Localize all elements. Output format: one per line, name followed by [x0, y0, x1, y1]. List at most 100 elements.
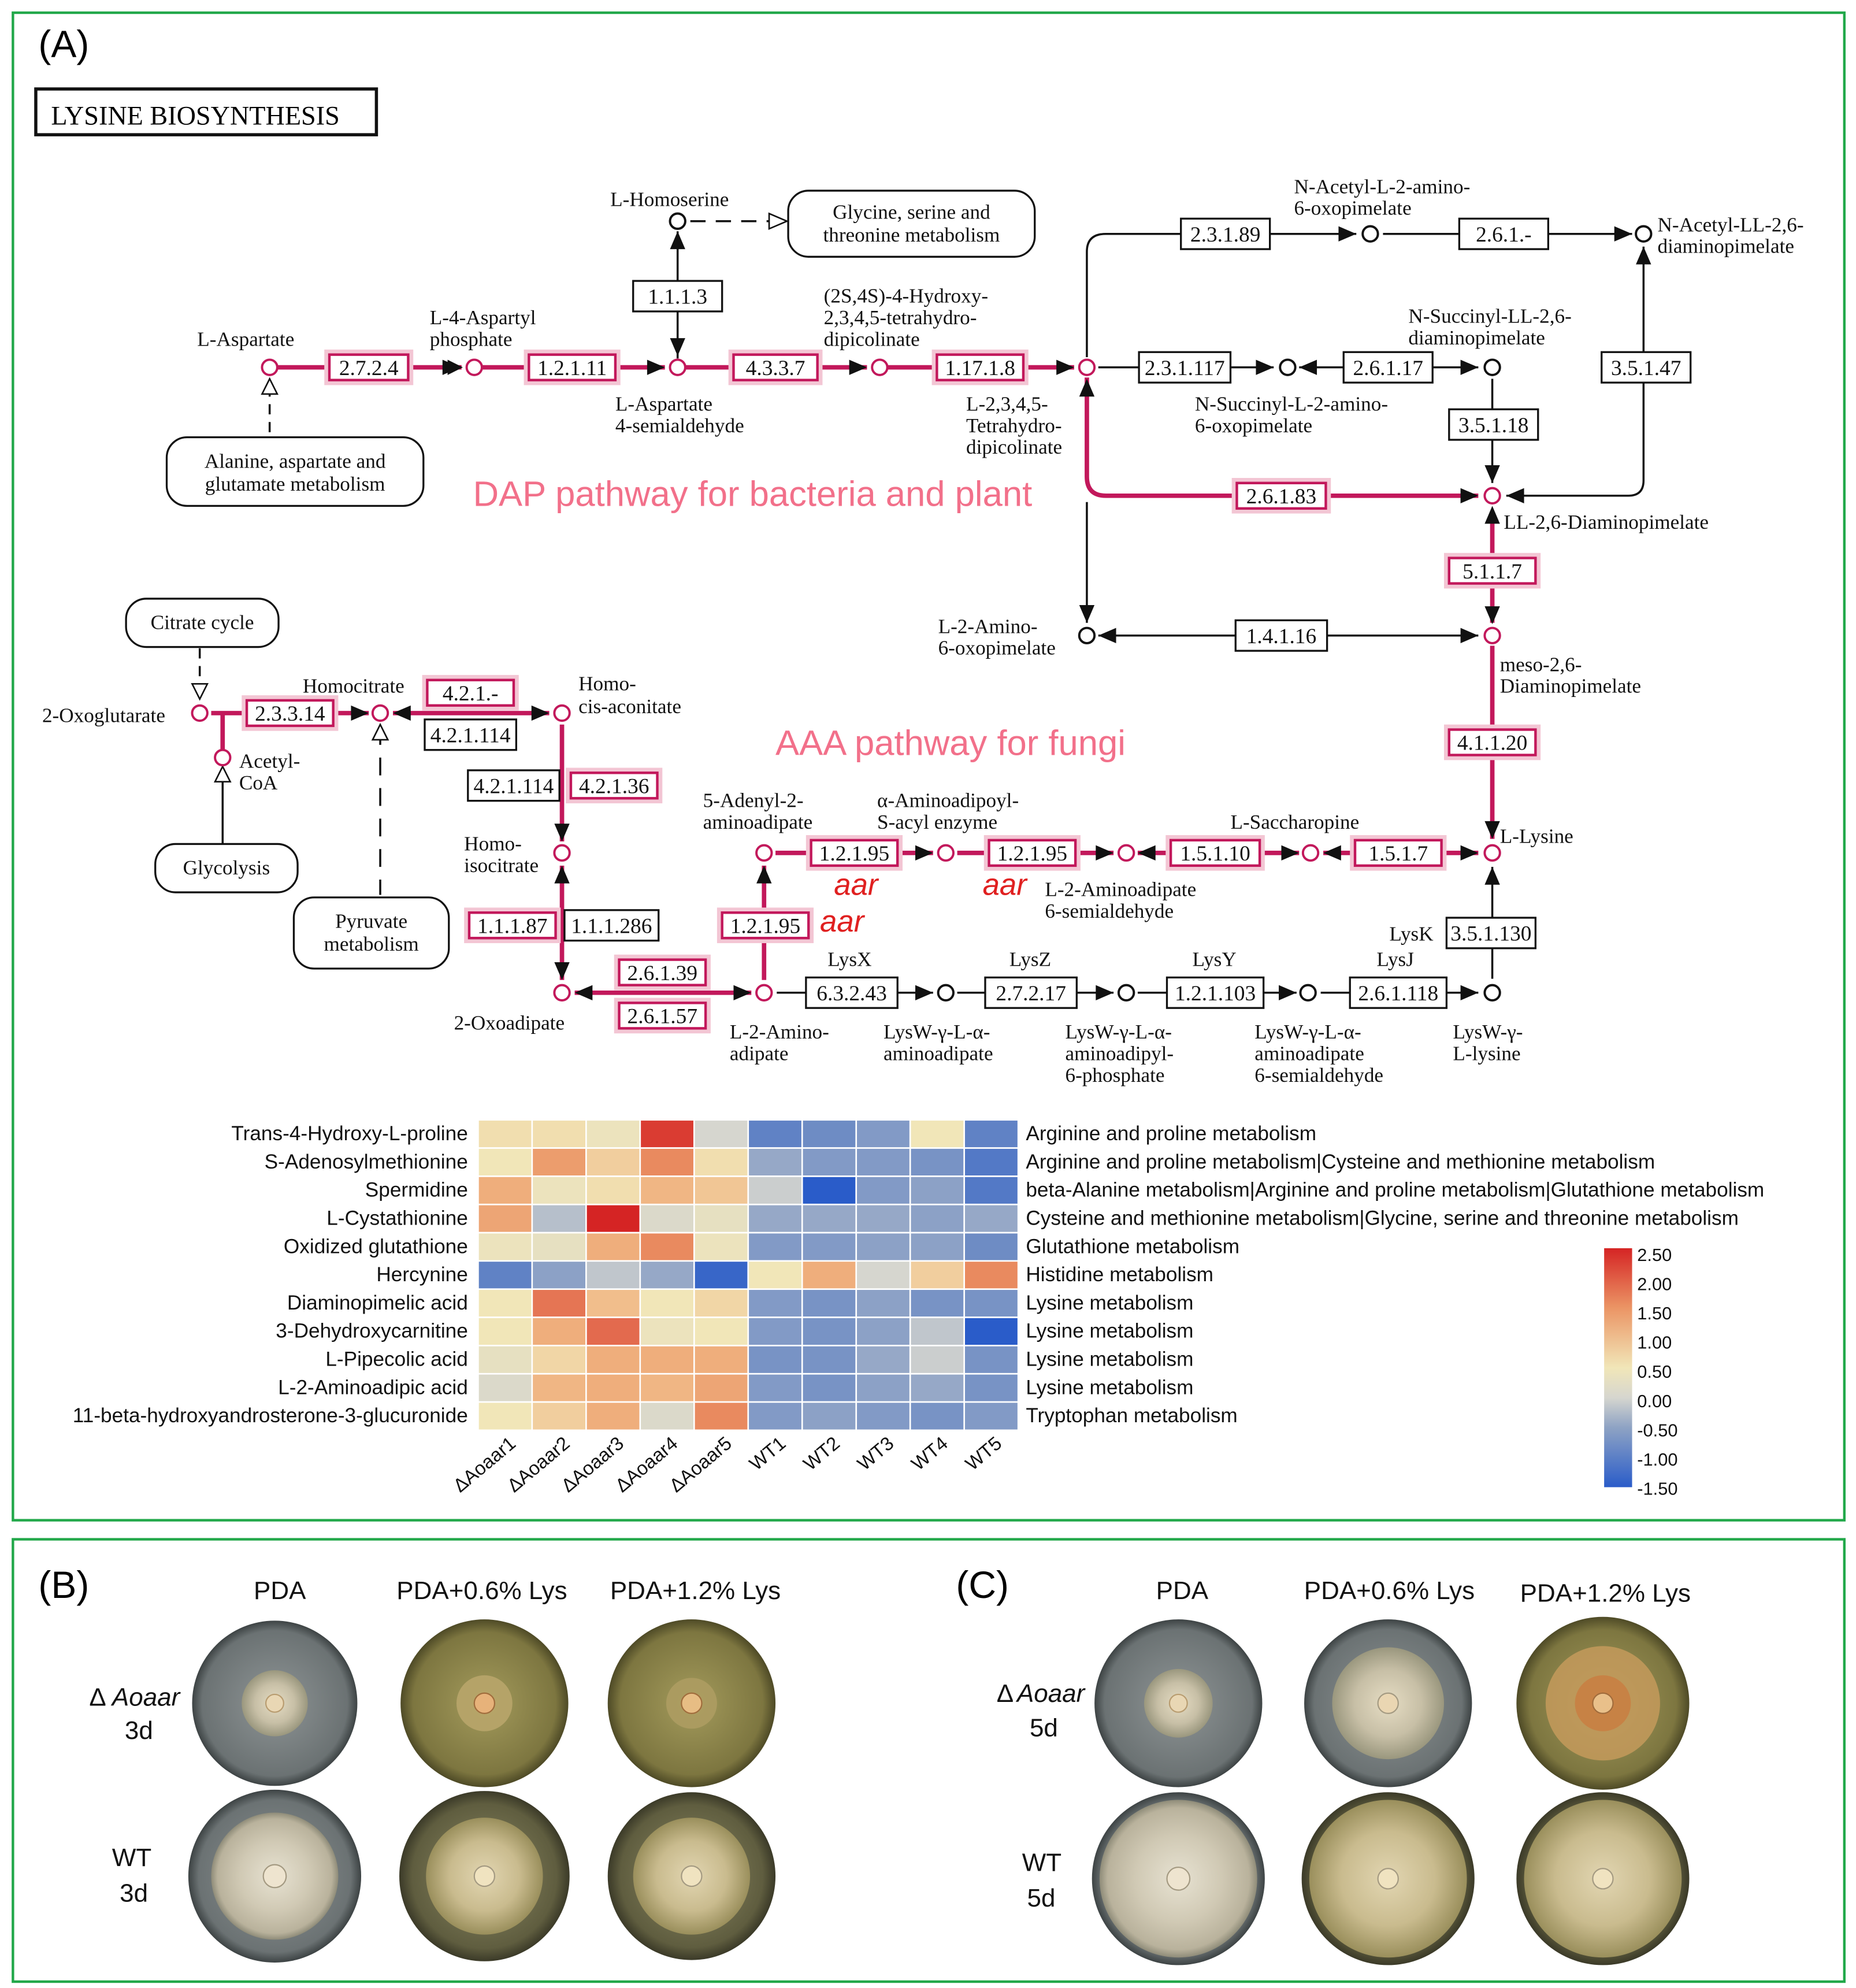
heatmap-cell — [531, 1232, 587, 1262]
compound-l-aspartate: L-Aspartate — [197, 328, 294, 350]
compound-l4ap-line1: L-4-Aspartyl — [430, 306, 536, 329]
heatmap-cell — [531, 1119, 587, 1149]
compound-thdp-line2: Tetrahydro- — [966, 414, 1062, 437]
compound-saccharopine: L-Saccharopine — [1230, 811, 1359, 833]
heatmap-row-label: S-Adenosylmethionine — [265, 1151, 468, 1173]
gene-aar-1: aar — [834, 867, 879, 902]
panel-b-row1-strain: Aoaar — [110, 1683, 181, 1712]
enzyme-4-2-1-114-b: 4.2.1.114 — [474, 774, 554, 798]
enzyme-4-1-1-20: 4.1.1.20 — [1457, 732, 1527, 755]
enzyme-2-6-1-83: 2.6.1.83 — [1246, 485, 1316, 509]
heatmap-cell — [693, 1260, 749, 1290]
heatmap-row-label: L-Cystathionine — [326, 1207, 468, 1229]
compound-semialdehyde-line2: 6-semialdehyde — [1045, 900, 1174, 922]
compound-aminoadipate-line2: adipate — [730, 1042, 789, 1065]
enzyme-2-3-3-14: 2.3.3.14 — [255, 702, 325, 726]
heatmap-cell — [909, 1147, 966, 1177]
heatmap-cell — [585, 1147, 641, 1177]
heatmap-cell — [477, 1203, 533, 1234]
heatmap-cell — [801, 1373, 858, 1403]
enzyme-1-1-1-286: 1.1.1.286 — [571, 914, 652, 938]
heatmap-cell — [531, 1203, 587, 1234]
heatmap-cell — [693, 1401, 749, 1431]
heatmap-cell — [585, 1373, 641, 1403]
compound-nacll-line2: diaminopimelate — [1658, 235, 1794, 258]
heatmap-cell — [477, 1288, 533, 1318]
compound-l2amino-line1: L-2-Amino- — [938, 615, 1038, 637]
panel-c-row2-strain: WT — [1022, 1849, 1061, 1877]
compound-nacll-line1: N-Acetyl-LL-2,6- — [1658, 213, 1804, 236]
heatmap-cell — [477, 1175, 533, 1206]
enzyme-5-1-1-7: 5.1.1.7 — [1462, 560, 1522, 584]
heatmap-cell — [477, 1401, 533, 1431]
heatmap-cell — [531, 1345, 587, 1375]
heatmap-cell — [909, 1232, 966, 1262]
panel-a-frame — [12, 11, 1846, 1522]
enzyme-1-5-1-10: 1.5.1.10 — [1180, 842, 1250, 866]
heatmap-row-label: Oxidized glutathione — [284, 1235, 468, 1258]
map-labels: Glycine, serine and threonine metabolism… — [151, 201, 1000, 955]
enzyme-2-6-1-57: 2.6.1.57 — [628, 1005, 697, 1029]
map-alanine-line2: glutamate metabolism — [205, 473, 385, 495]
compound-l4ap-line2: phosphate — [430, 328, 513, 350]
heatmap-cell — [747, 1175, 803, 1206]
heatmap-cell — [477, 1373, 533, 1403]
compound-lysw-p-line1: LysW-γ-L-α- — [1066, 1021, 1172, 1043]
enzyme-2-3-1-117: 2.3.1.117 — [1145, 357, 1225, 380]
panel-c-col-pda: PDA — [1156, 1577, 1209, 1605]
enzyme-2-3-1-89: 2.3.1.89 — [1190, 223, 1260, 247]
color-scale-tick: 0.50 — [1637, 1362, 1672, 1382]
compound-acetylcoa-line2: CoA — [239, 772, 278, 794]
compound-2-oxoglutarate: 2-Oxoglutarate — [42, 704, 165, 726]
protein-lysy: LysY — [1192, 948, 1236, 971]
map-alanine-line1: Alanine, aspartate and — [205, 450, 386, 472]
heatmap-cell — [801, 1147, 858, 1177]
map-pyruvate-line2: metabolism — [324, 933, 419, 955]
heatmap-pathway-label: beta-Alanine metabolism|Arginine and pro… — [1026, 1179, 1764, 1201]
compound-thdp-line3: dipicolinate — [966, 436, 1062, 458]
panel-c-row-labels: Δ Aoaar 5d WT 5d — [997, 1679, 1086, 1912]
heatmap-cell — [747, 1147, 803, 1177]
heatmap-cell — [639, 1232, 695, 1262]
color-scale-tick: 1.50 — [1637, 1303, 1672, 1323]
enzyme-4-3-3-7: 4.3.3.7 — [746, 357, 805, 380]
heatmap-cell — [747, 1316, 803, 1347]
heatmap-cell — [909, 1260, 966, 1290]
heatmap-column-label: WT5 — [961, 1432, 1005, 1474]
gene-aar-3: aar — [820, 904, 866, 939]
dap-arrowheads — [442, 359, 1500, 839]
heatmap-cell — [963, 1147, 1019, 1177]
heatmap-cell — [693, 1203, 749, 1234]
heatmap-row-label: Spermidine — [365, 1179, 468, 1201]
compound-homocis-line1: Homo- — [578, 672, 636, 695]
compound-lysw-aa-line1: LysW-γ-L-α- — [884, 1021, 990, 1043]
compound-nsuc-line1: N-Succinyl-L-2-amino- — [1195, 392, 1388, 415]
heatmap-cell — [639, 1345, 695, 1375]
heatmap-cell — [909, 1203, 966, 1234]
heatmap-column-label: WT1 — [745, 1432, 789, 1474]
panel-a-label: (A) — [38, 23, 89, 65]
heatmap-cell — [585, 1260, 641, 1290]
heatmap-cell — [855, 1232, 911, 1262]
enzyme-6-3-2-43: 6.3.2.43 — [816, 982, 886, 1006]
enzyme-2-6-1-39: 2.6.1.39 — [628, 962, 697, 985]
compound-meso-dap-line2: Diaminopimelate — [1500, 675, 1641, 698]
panel-b-row1-delta: Δ — [89, 1683, 106, 1712]
heatmap-pathway-label: Arginine and proline metabolism — [1026, 1122, 1316, 1145]
heatmap-pathway-label: Histidine metabolism — [1026, 1263, 1213, 1286]
heatmap-cell — [693, 1232, 749, 1262]
heatmap-cell — [639, 1288, 695, 1318]
heatmap-cell — [747, 1260, 803, 1290]
enzyme-1-4-1-16: 1.4.1.16 — [1246, 625, 1316, 648]
heatmap-cell — [693, 1147, 749, 1177]
heatmap-cell — [747, 1345, 803, 1375]
compound-adenyl-line2: aminoadipate — [703, 811, 813, 833]
enzyme-1-2-1-95-b: 1.2.1.95 — [997, 842, 1067, 866]
color-scale-tick: -0.50 — [1637, 1420, 1677, 1440]
heatmap-cell — [693, 1119, 749, 1149]
color-scale-tick: 2.50 — [1637, 1245, 1672, 1265]
enzyme-3-5-1-18: 3.5.1.18 — [1458, 414, 1528, 437]
compound-semialdehyde-line1: L-2-Aminoadipate — [1045, 878, 1196, 901]
heatmap-pathway-label: Cysteine and methionine metabolism|Glyci… — [1026, 1207, 1739, 1229]
